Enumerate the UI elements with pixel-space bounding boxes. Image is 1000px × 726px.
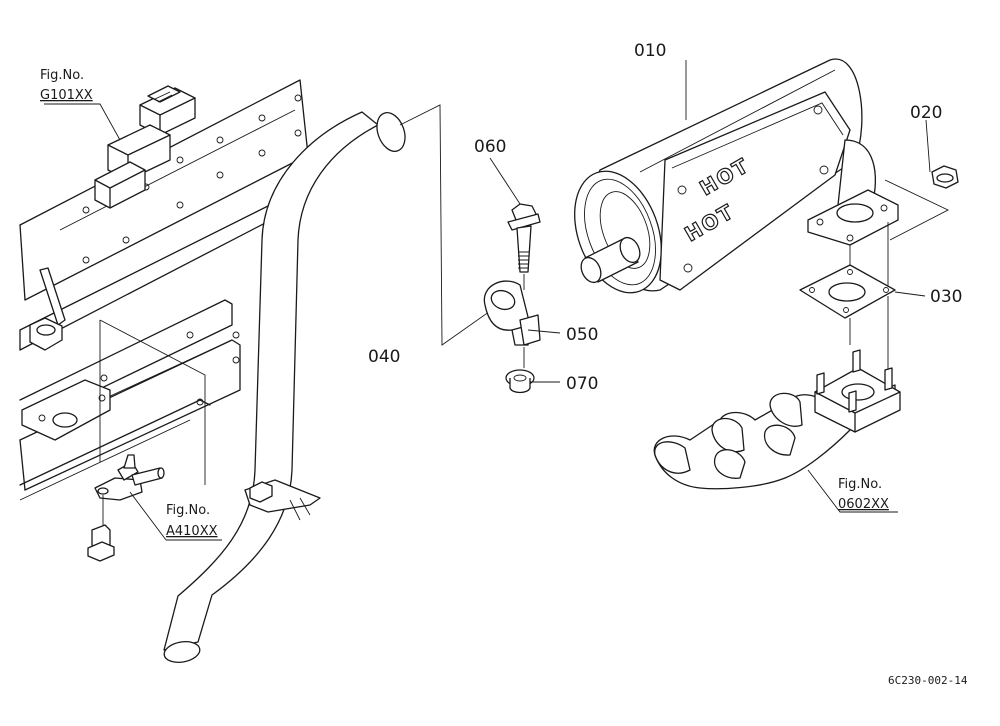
part-number-060: 060 — [474, 137, 506, 157]
fig-ref-prefix-manifold: Fig.No. — [838, 477, 882, 492]
bolt-060 — [507, 203, 541, 273]
muffler: HOT HOT — [574, 58, 899, 294]
part-number-020: 020 — [910, 103, 942, 123]
fuel-filter-bracket — [87, 454, 165, 562]
part-number-030: 030 — [930, 287, 962, 307]
part-number-050: 050 — [566, 325, 598, 345]
fig-ref-code-fuel-filter: A410XX — [166, 524, 218, 539]
drawing-code: 6C230-002-14 — [888, 674, 968, 687]
fig-ref-code-frame: G101XX — [40, 88, 93, 103]
part-number-070: 070 — [566, 374, 598, 394]
fig-ref-code-manifold: 0602XX — [838, 497, 889, 512]
part-number-010: 010 — [634, 41, 666, 61]
part-number-040: 040 — [368, 347, 400, 367]
fig-ref-prefix-fuel-filter: Fig.No. — [166, 503, 210, 518]
nut-020 — [931, 165, 959, 189]
fig-ref-prefix-frame: Fig.No. — [40, 68, 84, 83]
washer-nut-070 — [505, 369, 535, 394]
clamp-050 — [483, 280, 541, 346]
tractor-frame — [19, 79, 309, 501]
exhaust-manifold — [653, 349, 901, 513]
gasket-030 — [799, 264, 896, 319]
exhaust-pipe — [163, 104, 521, 663]
